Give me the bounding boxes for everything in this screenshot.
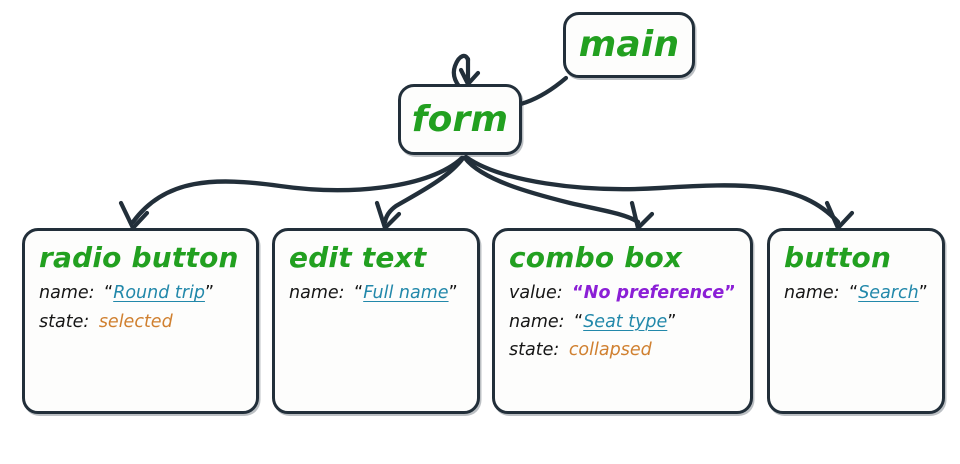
quote-close: ”: [448, 283, 458, 304]
quote-open: “: [104, 283, 114, 304]
attr-row: name: “Seat type”: [509, 308, 750, 336]
attr-value: “Full name”: [354, 283, 458, 303]
attr-key: name:: [289, 283, 345, 304]
attr-value: “No preference”: [572, 283, 736, 303]
attr-row: name: “Search”: [784, 279, 942, 307]
attr-key: value:: [509, 283, 563, 304]
attr-value: “Round trip”: [104, 283, 214, 303]
quote-close: ”: [204, 283, 215, 304]
attr-row: name: “Full name”: [289, 279, 477, 307]
node-edit-text[interactable]: edit text name: “Full name”: [272, 228, 480, 414]
attr-value-text: selected: [98, 311, 173, 332]
node-form[interactable]: form: [398, 84, 522, 155]
attr-key: state:: [509, 340, 560, 361]
quote-close: ”: [667, 311, 677, 332]
quote-open: “: [354, 283, 364, 304]
quote-close: ”: [918, 283, 928, 304]
node-button[interactable]: button name: “Search”: [767, 228, 945, 414]
attr-row: state: selected: [39, 308, 256, 336]
node-radio-button-title: radio button: [39, 241, 239, 274]
quote-open: “: [574, 311, 584, 332]
edge-form-to-button-arrowhead: [824, 200, 855, 231]
attr-key: name:: [39, 283, 95, 304]
quote-open: “: [572, 283, 584, 304]
node-main[interactable]: main: [563, 12, 695, 78]
quote-close: ”: [724, 283, 736, 304]
edge-form-to-radio-button: [130, 155, 465, 225]
edge-form-to-edit-text: [382, 155, 466, 225]
node-radio-button[interactable]: radio button name: “Round trip” state: s…: [22, 228, 259, 414]
attr-key: name:: [784, 283, 840, 304]
attr-value: “Search”: [849, 283, 928, 303]
edge-form-to-combo-box: [462, 155, 641, 225]
edge-form-to-combo-box-arrowhead: [629, 200, 655, 231]
attr-row: value: “No preference”: [509, 279, 750, 307]
edge-form-to-button: [463, 154, 841, 225]
node-main-title: main: [578, 24, 680, 65]
attr-value-text: collapsed: [568, 340, 652, 361]
attr-value-text: Round trip: [113, 283, 205, 304]
attr-row: state: collapsed: [509, 336, 750, 364]
edge-main-to-form-arrowhead: [458, 56, 481, 87]
attr-value: “Seat type”: [574, 312, 676, 332]
edge-form-to-radio-button-arrowhead: [118, 200, 150, 231]
quote-open: “: [849, 283, 859, 304]
node-form-title: form: [411, 98, 509, 140]
node-edit-text-title: edit text: [289, 241, 427, 274]
attr-row: name: “Round trip”: [39, 279, 256, 307]
attr-key: state:: [39, 311, 90, 332]
attr-value-text: Full name: [363, 283, 449, 304]
attr-value-text: Search: [858, 283, 919, 304]
attr-value-text: Seat type: [583, 311, 668, 332]
edge-form-to-edit-text-arrowhead: [374, 200, 402, 231]
attr-key: name:: [509, 311, 565, 332]
attr-value-text: No preference: [583, 283, 725, 304]
node-combo-box-title: combo box: [509, 241, 683, 274]
node-button-title: button: [784, 241, 892, 274]
node-combo-box[interactable]: combo box value: “No preference” name: “…: [492, 228, 753, 414]
